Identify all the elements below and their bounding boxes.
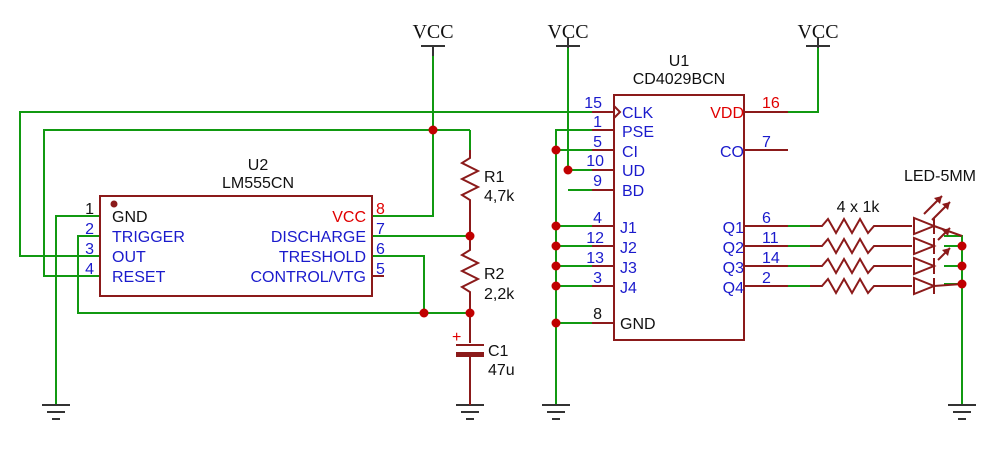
u1-pin-num: 11 (762, 230, 779, 247)
vcc-label-2: VCC (547, 21, 588, 43)
vcc-symbol-3: VCC (797, 21, 839, 48)
u1-counter-chip: U1 CD4029BCN 15 CLK 1 PSE 5 CI 10 UD 9 B… (584, 53, 788, 341)
vcc-label-1: VCC (412, 21, 453, 43)
u2-pin-name: DISCHARGE (271, 229, 366, 246)
u2-pin-num: 1 (85, 201, 94, 218)
vcc-symbol-2: VCC (547, 21, 589, 48)
ground-symbol-2 (456, 404, 484, 420)
u1-pin-name: J3 (620, 260, 637, 277)
vcc-symbol-1: VCC (412, 21, 454, 56)
u1-pin-num: 1 (593, 114, 602, 131)
capacitor-c1: + C1 47u (452, 313, 515, 405)
u2-pin-num: 4 (85, 261, 94, 278)
u2-part: LM555CN (222, 175, 294, 192)
u1-pin-num: 7 (762, 134, 771, 151)
u1-pin-name: CO (720, 144, 744, 161)
u1-pin-num: 15 (584, 95, 602, 112)
u2-pin-name: RESET (112, 269, 166, 286)
u1-pin-num: 4 (593, 210, 602, 227)
ground-symbol-1 (42, 404, 70, 420)
u1-pin-name: VDD (710, 105, 744, 122)
u2-pin-name: TRESHOLD (279, 249, 366, 266)
u1-pin-name: Q3 (723, 260, 744, 277)
c1-polarity: + (452, 329, 461, 346)
u1-pin-name: J2 (620, 240, 637, 257)
u2-pin-num: 2 (85, 221, 94, 238)
u1-pin-num: 6 (762, 210, 771, 227)
u1-pin-num: 14 (762, 250, 780, 267)
r2-ref: R2 (484, 266, 505, 283)
led-array: LED-5MM (904, 168, 976, 296)
u1-pin-name: PSE (622, 124, 654, 141)
resistor-array: 4 x 1k (810, 199, 912, 296)
c1-value: 47u (488, 362, 515, 379)
wires (19, 48, 963, 405)
r1-value: 4,7k (484, 188, 515, 205)
resistor-r2: R2 2,2k (459, 236, 515, 313)
u2-timer-chip: U2 LM555CN 1 GND 2 TRIGGER 3 OUT 4 RESET… (85, 157, 385, 297)
u1-pin-name: J4 (620, 280, 637, 297)
u2-pin-name: GND (112, 209, 148, 226)
u2-pin-num: 5 (376, 261, 385, 278)
u1-pin-name: CI (622, 144, 638, 161)
u1-pin-num: 13 (586, 250, 604, 267)
u2-pin-num: 6 (376, 241, 385, 258)
u1-ref: U1 (669, 53, 690, 70)
u1-pin-num: 16 (762, 95, 780, 112)
rarray-value: 4 x 1k (837, 199, 881, 216)
u2-pin-num: 8 (376, 201, 385, 218)
u1-pin-num: 2 (762, 270, 771, 287)
ground-symbol-3 (542, 404, 570, 420)
r2-value: 2,2k (484, 286, 515, 303)
c1-ref: C1 (488, 343, 509, 360)
u2-pin-num: 7 (376, 221, 385, 238)
u2-pin-name: OUT (112, 249, 146, 266)
u1-pin-name: Q1 (723, 220, 744, 237)
u1-pin-num: 10 (586, 153, 604, 170)
u2-pin-name: VCC (332, 209, 366, 226)
u1-pin-num: 12 (586, 230, 604, 247)
u1-pin-name: Q4 (723, 280, 744, 297)
u1-pin-name: BD (622, 183, 644, 200)
u1-pin-name: J1 (620, 220, 637, 237)
ground-symbol-4 (948, 404, 976, 420)
u1-pin-name: UD (622, 163, 645, 180)
u2-pin-name: TRIGGER (112, 229, 185, 246)
u1-pin-num: 8 (593, 306, 602, 323)
r1-ref: R1 (484, 169, 505, 186)
u2-pin-name: CONTROL/VTG (250, 269, 366, 286)
u2-ref: U2 (248, 157, 269, 174)
leds-value: LED-5MM (904, 168, 976, 185)
resistor-r1: R1 4,7k (459, 150, 515, 236)
junction-dots (419, 125, 967, 328)
u1-pin-num: 9 (593, 173, 602, 190)
u1-pin-name: Q2 (723, 240, 744, 257)
u1-pin-num: 5 (593, 134, 602, 151)
u1-part: CD4029BCN (633, 71, 725, 88)
u1-pin-name: CLK (622, 105, 653, 122)
vcc-label-3: VCC (797, 21, 838, 43)
u1-pin-name: GND (620, 316, 656, 333)
u1-pin-num: 3 (593, 270, 602, 287)
u2-pin-num: 3 (85, 241, 94, 258)
